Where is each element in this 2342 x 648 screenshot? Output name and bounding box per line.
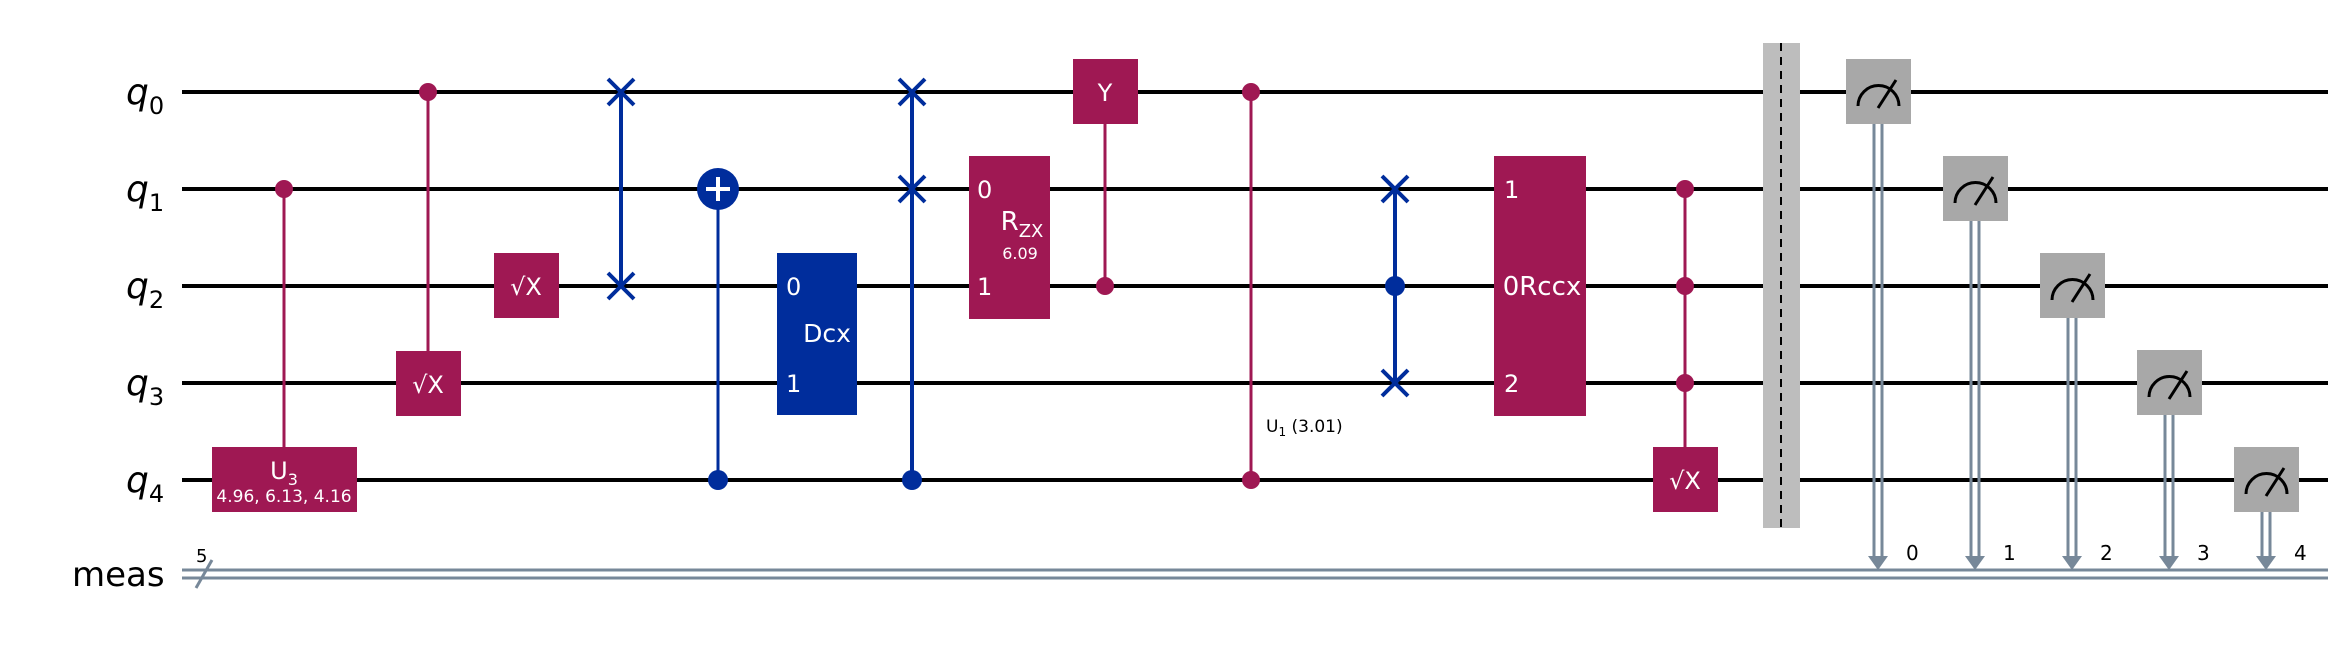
qubit-label-4: q4: [126, 460, 164, 508]
cy-gate: Y: [1073, 59, 1138, 295]
control-dot: [1242, 471, 1260, 489]
rzx-param: 6.09: [1002, 244, 1038, 263]
meter-icon: [1856, 84, 1901, 107]
cu1-gate: U1 (3.01): [1242, 83, 1343, 489]
measure-q3: 3: [2137, 350, 2210, 570]
rzx-label: RZX: [1001, 207, 1044, 242]
measure-q0: 0: [1846, 59, 1919, 570]
control-dot: [1096, 277, 1114, 295]
rzx-port-0: 0: [977, 176, 992, 204]
cx-gate: [697, 168, 739, 490]
rccx-gate: 0Rccx 1 2: [1494, 156, 1586, 416]
control-dot: [1676, 374, 1694, 392]
cu1-label: U1 (3.01): [1266, 417, 1343, 439]
control-dot: [902, 470, 922, 490]
sx-label: √X: [510, 273, 542, 301]
meter-icon: [2147, 375, 2192, 398]
cu3-gate: U3 4.96, 6.13, 4.16: [212, 180, 357, 512]
sx-gate-q2: √X: [494, 253, 559, 318]
measurements: 0 1 2 3: [1846, 59, 2307, 570]
cswap-gate: [897, 77, 927, 490]
register-width-slash: [194, 559, 214, 589]
dcx-label: Dcx: [803, 319, 851, 348]
sx-label-c3: √X: [1669, 467, 1701, 495]
cswap-gate-2: [1380, 174, 1410, 398]
meter-icon: [1953, 181, 1998, 204]
c3sx-gate: √X: [1653, 180, 1718, 512]
rccx-port-bottom: 2: [1504, 370, 1519, 398]
control-dot: [1676, 180, 1694, 198]
measure-bit-0: 0: [1906, 541, 1919, 565]
classical-wire: 5: [182, 546, 2328, 589]
measure-bit-2: 2: [2100, 541, 2113, 565]
control-dot: [708, 470, 728, 490]
measure-q1: 1: [1943, 156, 2016, 570]
qubit-label-2: q2: [126, 266, 164, 314]
register-width: 5: [196, 546, 207, 567]
svg-text:U3: U3: [270, 457, 298, 489]
classical-register-label: meas: [72, 555, 165, 595]
measure-bit-3: 3: [2197, 541, 2210, 565]
barrier: [1763, 43, 1800, 528]
rccx-label: 0Rccx: [1503, 272, 1582, 302]
dcx-port-0: 0: [786, 273, 801, 301]
dcx-port-1: 1: [786, 370, 801, 398]
csx-gate: √X: [396, 83, 461, 416]
rccx-port-top: 1: [1504, 176, 1519, 204]
measure-bit-1: 1: [2003, 541, 2016, 565]
qubit-labels: q0 q1 q2 q3 q4 meas: [72, 72, 165, 595]
measure-q2: 2: [2040, 253, 2113, 570]
csx-label: √X: [412, 371, 444, 399]
qubit-label-1: q1: [126, 169, 164, 217]
rzx-port-1: 1: [977, 273, 992, 301]
u3-params: 4.96, 6.13, 4.16: [216, 487, 351, 507]
swap-gate-q0-q2: [606, 77, 636, 301]
control-dot: [1676, 277, 1694, 295]
control-dot: [1242, 83, 1260, 101]
meter-icon: [2050, 278, 2095, 301]
rzx-gate: RZX 6.09 0 1: [969, 156, 1050, 319]
control-dot: [275, 180, 293, 198]
dcx-gate: Dcx 0 1: [777, 253, 857, 415]
meter-icon: [2244, 472, 2289, 495]
control-dot: [419, 83, 437, 101]
qubit-label-3: q3: [126, 363, 164, 411]
measure-q4: 4: [2234, 447, 2307, 570]
measure-bit-4: 4: [2294, 541, 2307, 565]
qubit-label-0: q0: [126, 72, 164, 120]
y-label: Y: [1097, 79, 1113, 107]
control-dot: [1385, 276, 1405, 296]
